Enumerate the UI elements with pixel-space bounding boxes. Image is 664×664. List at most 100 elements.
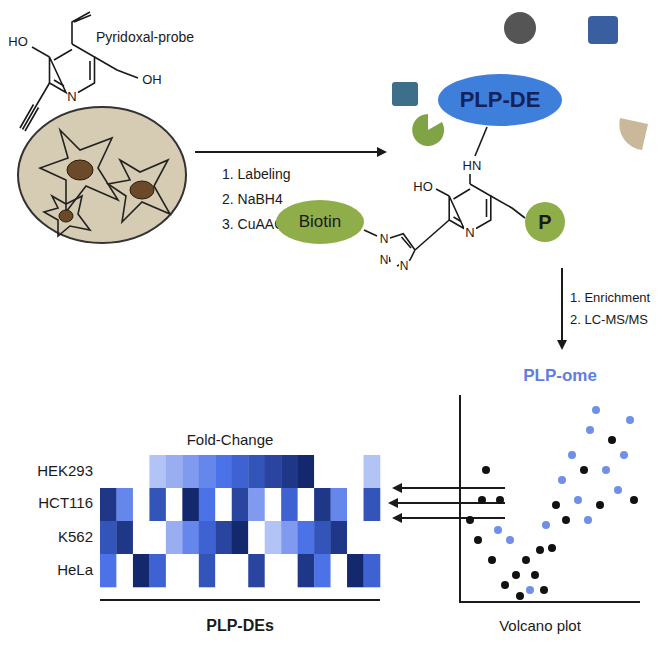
- heat-cell: [116, 521, 133, 554]
- heat-cell: [133, 521, 150, 554]
- heat-cell: [298, 488, 315, 521]
- set-label: PLP-ome: [523, 367, 597, 386]
- heat-cell: [215, 488, 232, 521]
- plot-dot: [488, 556, 496, 564]
- node-text: P: [538, 211, 551, 233]
- heat-cell: [182, 488, 199, 521]
- plot-dot: [531, 571, 539, 579]
- plot-dot: [626, 416, 634, 424]
- heat-cell: [314, 521, 331, 554]
- heat-cell: [116, 488, 133, 521]
- heat-cell: [331, 554, 348, 587]
- plot-dot: [478, 496, 486, 504]
- heat-cell: [182, 554, 199, 587]
- axis-label: PLP-DEs: [206, 617, 274, 635]
- plot-dot: [548, 544, 556, 552]
- heat-cell: [298, 455, 315, 488]
- plot-dot: [526, 586, 534, 594]
- cell-dish: [18, 107, 186, 243]
- heat-cell: [347, 455, 364, 488]
- heat-cell: [149, 521, 166, 554]
- plot-dot: [506, 536, 514, 544]
- heat-cell: [265, 488, 282, 521]
- protein-shape: [619, 118, 648, 150]
- plot-dot: [536, 546, 544, 554]
- plot-dot: [620, 451, 628, 459]
- heat-cell: [281, 554, 298, 587]
- plot-dot: [562, 516, 570, 524]
- plot-dot: [482, 466, 490, 474]
- heat-cell: [248, 488, 265, 521]
- heat-cell: [116, 455, 133, 488]
- protein-circle: P: [525, 202, 565, 242]
- plot-dot: [586, 426, 594, 434]
- volcano-dots: [466, 406, 638, 600]
- plot-dot: [542, 521, 550, 529]
- step-label: 3. CuAAC: [222, 217, 284, 232]
- plot-dot: [584, 516, 592, 524]
- heat-cell: [232, 488, 249, 521]
- probe-name: Pyridoxal-probe: [96, 30, 194, 45]
- heat-cell: [166, 455, 183, 488]
- row-label: HEK293: [37, 463, 93, 480]
- step-label: 2. LC-MS/MS: [570, 313, 648, 327]
- heat-cell: [265, 554, 282, 587]
- heat-cell: [199, 488, 216, 521]
- heat-cell: [364, 554, 381, 587]
- step-label: 1. Enrichment: [570, 291, 650, 305]
- step-arrow: [195, 151, 385, 153]
- step-arrow: [394, 487, 505, 489]
- plot-axes: [460, 395, 640, 602]
- heat-cell: [149, 488, 166, 521]
- plot-dot: [574, 496, 582, 504]
- node-text: PLP-DE: [460, 88, 541, 112]
- plot-dot: [501, 581, 509, 589]
- heatmap: [100, 455, 380, 587]
- heat-cell: [281, 455, 298, 488]
- plot-dot: [552, 501, 560, 509]
- heat-cell: [314, 488, 331, 521]
- protein-shape: [504, 12, 536, 44]
- atom-label: HO: [413, 180, 433, 194]
- heat-cell: [265, 455, 282, 488]
- heat-cell: [182, 455, 199, 488]
- step-arrow: [394, 517, 505, 519]
- heat-cell: [248, 521, 265, 554]
- heat-cell: [166, 521, 183, 554]
- heat-cell: [298, 521, 315, 554]
- heat-cell: [265, 521, 282, 554]
- heat-cell: [364, 521, 381, 554]
- row-label: HeLa: [57, 562, 93, 579]
- heat-cell: [100, 488, 117, 521]
- step-label: 2. NaBH4: [222, 192, 283, 207]
- cell-nuclei: [59, 160, 154, 222]
- plot-dot: [496, 496, 504, 504]
- heat-cell: [133, 554, 150, 587]
- heat-cell: [281, 521, 298, 554]
- heat-cell: [248, 455, 265, 488]
- row-label: HCT116: [38, 495, 93, 512]
- heat-cell: [149, 554, 166, 587]
- heat-cell: [199, 455, 216, 488]
- protein-shape: [392, 82, 418, 106]
- plot-dot: [596, 501, 604, 509]
- heat-cell: [215, 455, 232, 488]
- atom-label: HN: [462, 159, 483, 173]
- plot-dot: [630, 496, 638, 504]
- heat-cell: [232, 554, 249, 587]
- heat-cell: [347, 554, 364, 587]
- atom-label: N: [399, 260, 410, 273]
- bracket-line: [100, 599, 380, 601]
- tag-ellipse: Biotin: [276, 200, 364, 244]
- heat-cell: [182, 521, 199, 554]
- heat-cell: [248, 554, 265, 587]
- heat-cell: [215, 521, 232, 554]
- heat-cell: [347, 488, 364, 521]
- heat-cell: [331, 488, 348, 521]
- plot-dot: [540, 586, 548, 594]
- heat-cell: [100, 455, 117, 488]
- heat-cell: [364, 488, 381, 521]
- plot-dot: [512, 571, 520, 579]
- plot-dot: [494, 526, 502, 534]
- heat-cell: [133, 455, 150, 488]
